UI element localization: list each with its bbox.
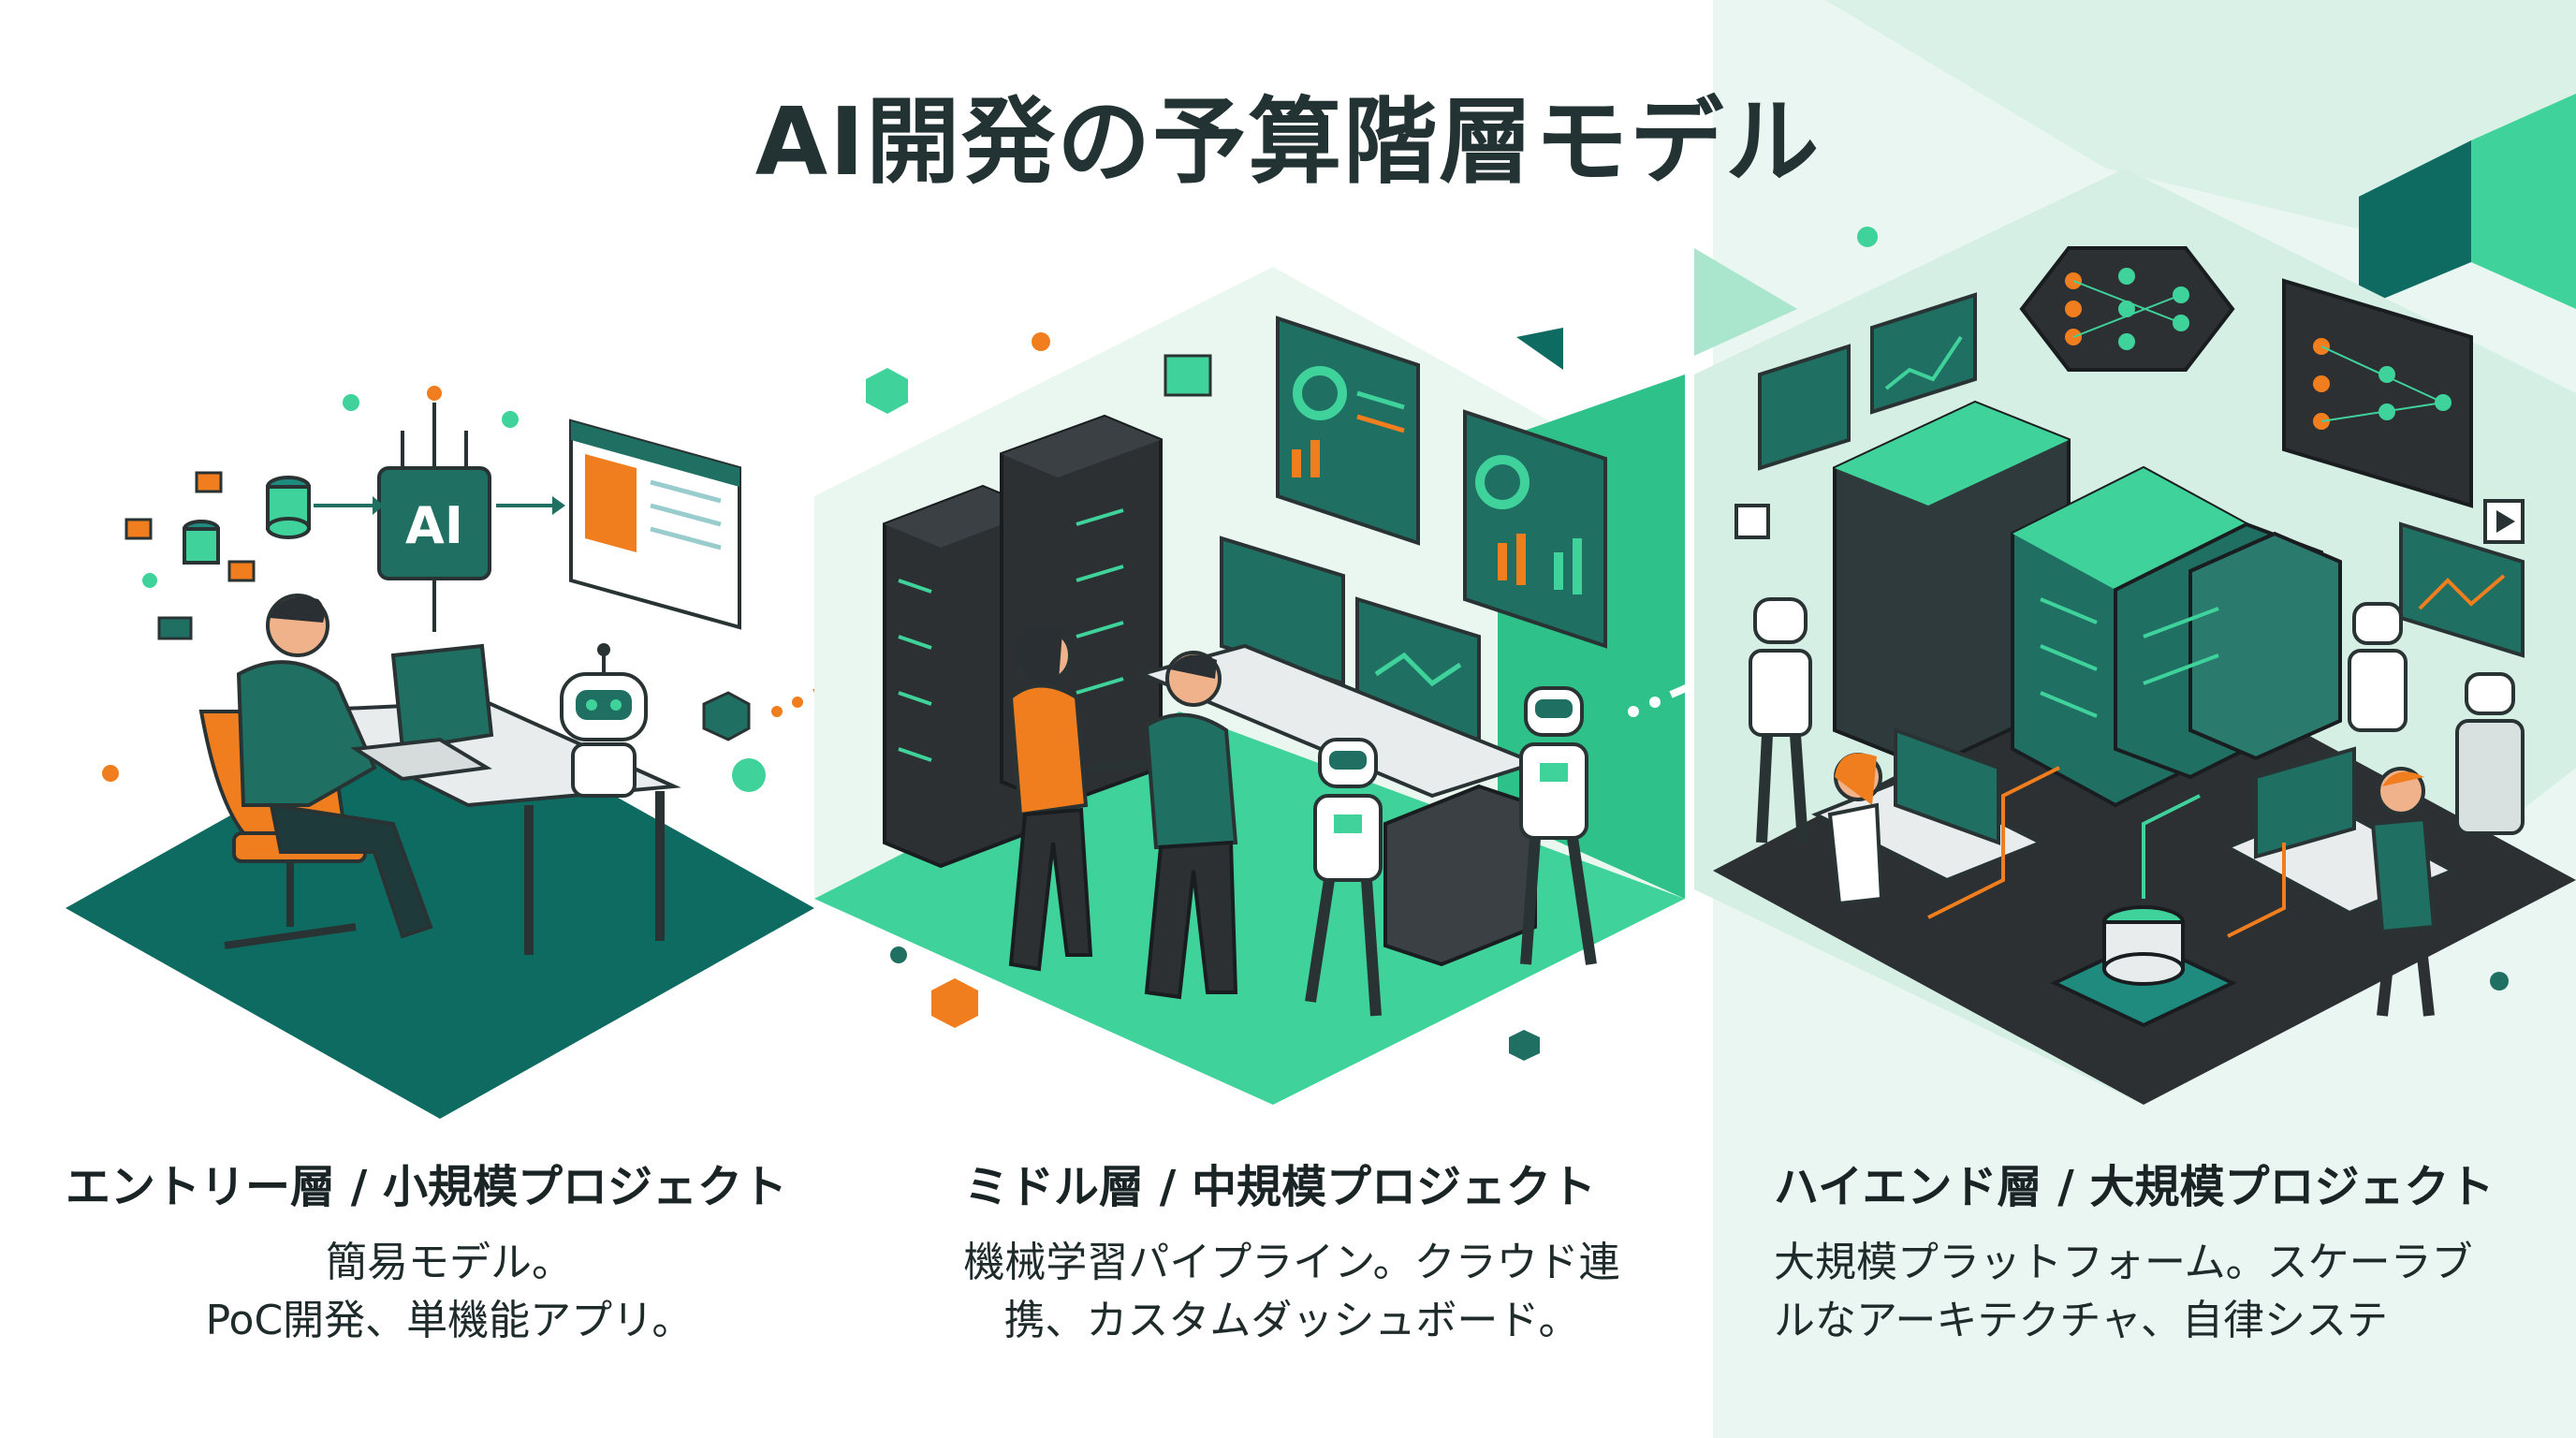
laptop-entry: [390, 643, 494, 752]
person-middle-man: [1090, 651, 1238, 1000]
arrow-icon: [552, 496, 565, 515]
page-title: AI開発の予算階層モデル: [754, 87, 1822, 197]
document-window-icon: [569, 418, 741, 630]
desk-leg: [524, 805, 534, 955]
circuit-line: [2227, 843, 2286, 938]
person-high-man: [2370, 767, 2437, 1017]
circuit-line: [1927, 766, 2060, 919]
data-dot: [142, 573, 157, 588]
bg-triangle-1: [1694, 248, 1797, 356]
frame-icon: [1734, 504, 1770, 539]
data-chip: [157, 616, 193, 640]
tier-description-line: 携、カスタムダッシュボード。: [1003, 1297, 1580, 1344]
person-middle-woman: [1008, 627, 1093, 972]
tier-heading-high: ハイエンド層 / 大規模プロジェクト: [1774, 1161, 2495, 1213]
cube-icon: [702, 691, 751, 741]
tier-description-line: 機械学習パイプライン。クラウド連: [963, 1239, 1620, 1286]
chair-base: [224, 923, 357, 949]
database-icon: [2050, 905, 2237, 1028]
person-entry-hair: [270, 596, 325, 623]
data-chip: [124, 518, 153, 540]
chart-line: [1884, 335, 1963, 390]
laptop-keyboard: [350, 737, 492, 782]
hex-deco: [931, 978, 978, 1028]
bg-triangle-2: [1516, 328, 1563, 370]
desk-middle-cabinet: [1383, 784, 1537, 967]
ai-chip-icon: AI: [343, 386, 519, 632]
dashboard-icon: [2399, 521, 2525, 658]
tier-heading-middle: ミドル層 / 中規模プロジェクト: [964, 1161, 1596, 1213]
bg-accent-mint: [2471, 94, 2576, 309]
tier-description-high: 大規模プラットフォーム。スケーラブ ルなアーキテクチャ、自律システ: [1774, 1234, 2523, 1350]
hex-deco: [866, 368, 908, 414]
robot-icon: [1749, 597, 1812, 844]
dashboard-icon: [1894, 727, 2000, 845]
tier-description-line: 大規模プラットフォーム。スケーラブ: [1774, 1239, 2473, 1286]
neural-network-icon: [2019, 246, 2473, 508]
data-chip: [195, 471, 223, 493]
data-dot: [890, 946, 907, 963]
person-entry-legs: [269, 802, 433, 939]
robot-icon: [560, 643, 648, 798]
tier-description-middle: 機械学習パイプライン。クラウド連 携、カスタムダッシュボード。: [936, 1234, 1647, 1350]
arrow-icon: [373, 496, 384, 515]
person-entry-body: [236, 660, 377, 807]
tier-description-entry: 簡易モデル。 PoC開発、単機能アプリ。: [112, 1234, 786, 1350]
chart-line: [2418, 574, 2506, 610]
robot-icon: [1305, 738, 1383, 1017]
data-chip: [227, 560, 256, 582]
tier-heading-entry: エントリー層 / 小規模プロジェクト: [66, 1161, 787, 1213]
dashboard-icon: [1870, 292, 1977, 415]
data-dot: [1857, 227, 1878, 247]
tier-description-line: PoC開発、単機能アプリ。: [205, 1297, 694, 1344]
tier-description-line: 簡易モデル。: [326, 1239, 573, 1286]
robot-icon: [2348, 602, 2408, 732]
play-icon: [2483, 499, 2525, 544]
bg-shape-left: [0, 0, 487, 524]
person-high-woman: [1827, 753, 1884, 906]
database-icon: [183, 476, 311, 565]
dashboard-icon: [1758, 344, 1851, 471]
tier-high-scene: [1694, 169, 2576, 1105]
robot-icon: [1519, 686, 1597, 965]
robot-icon: [2455, 672, 2525, 835]
dashboard-icon: [2254, 746, 2356, 859]
bg-accent-teal: [2359, 140, 2471, 309]
circuit-line: [2142, 794, 2201, 899]
chat-bubble: [1164, 354, 1212, 397]
data-dot: [732, 758, 766, 792]
tier-middle-scene: [732, 267, 1685, 1105]
data-dot: [102, 765, 119, 782]
hex-deco: [1509, 1030, 1540, 1061]
tier-entry-scene: AI: [66, 386, 814, 1119]
data-dot: [2490, 972, 2509, 990]
desk-leg: [655, 791, 665, 941]
tier-description-line: ルなアーキテクチャ、自律システ: [1774, 1297, 2389, 1344]
ai-chip-label: AI: [405, 496, 463, 555]
server-rack-icon: [1833, 400, 2342, 808]
data-dot: [1032, 332, 1050, 351]
